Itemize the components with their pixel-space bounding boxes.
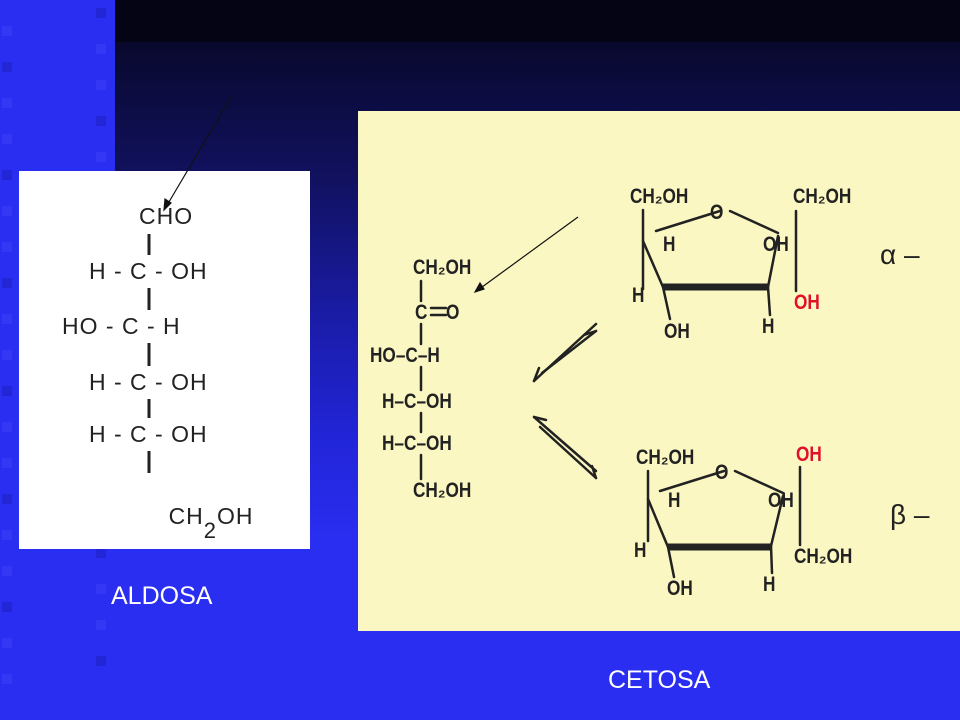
decorative-square (2, 674, 12, 684)
aldose-subscript: 2 (203, 518, 218, 543)
ketose-c4: H–C–OH (382, 390, 452, 413)
ketose-bonds (419, 208, 802, 579)
aldosa-caption: ALDOSA (111, 582, 213, 610)
aldose-row-3: HO - C - H (62, 313, 181, 339)
decorative-square (2, 602, 12, 612)
beta-ch2oh-left: CH₂OH (636, 446, 695, 469)
ketose-c5: H–C–OH (382, 432, 452, 455)
decorative-square (2, 350, 12, 360)
decorative-square (2, 26, 12, 36)
decorative-square (2, 422, 12, 432)
alpha-h-upper: H (663, 233, 676, 256)
decorative-square (2, 134, 12, 144)
ketose-c3: HO–C–H (370, 344, 440, 367)
alpha-ch2oh-left: CH₂OH (630, 185, 689, 208)
decorative-square (2, 566, 12, 576)
decorative-square (96, 152, 106, 162)
beta-oh-bottom: OH (667, 577, 693, 600)
decorative-square (2, 170, 12, 180)
decorative-square (2, 530, 12, 540)
alpha-oh-bottom: OH (664, 320, 690, 343)
ketose-c6: CH₂OH (413, 479, 472, 502)
decorative-square (96, 116, 106, 126)
beta-label: β – (890, 499, 930, 530)
beta-h-left: H (634, 539, 647, 562)
alpha-label: α – (880, 239, 920, 270)
alpha-h-left: H (632, 284, 645, 307)
ketose-structure-panel: CH₂OH C O HO–C–H H–C–OH H–C–OH CH₂OH CH₂… (358, 111, 960, 631)
ketose-c2-oxygen: O (446, 301, 460, 324)
decorative-square (2, 458, 12, 468)
decorative-square (2, 206, 12, 216)
aldose-row-4: H - C - OH (89, 369, 208, 395)
decorative-square (2, 386, 12, 396)
decorative-square (2, 314, 12, 324)
decorative-square (96, 8, 106, 18)
alpha-ch2oh-right: CH₂OH (793, 185, 852, 208)
aldose-row-5: H - C - OH (89, 421, 208, 447)
decorative-square (2, 278, 12, 288)
decorative-square (2, 98, 12, 108)
decorative-square (2, 638, 12, 648)
aldose-oh: OH (217, 503, 254, 529)
alpha-anomeric-oh: OH (794, 291, 820, 314)
alpha-h-bottom: H (762, 315, 775, 338)
decorative-square (96, 656, 106, 666)
decorative-square (96, 548, 106, 558)
decorative-square (96, 44, 106, 54)
aldose-row-2: H - C - OH (89, 258, 208, 284)
ketose-c2: C (415, 301, 428, 324)
decorative-square (96, 80, 106, 90)
decorative-square (96, 584, 106, 594)
beta-anomeric-oh: OH (796, 443, 822, 466)
cetosa-caption: CETOSA (608, 666, 711, 694)
aldose-structure-panel: CHO H - C - OH HO - C - H H - C - OH H -… (19, 171, 310, 549)
aldose-row-6: CH2OH (139, 476, 254, 557)
decorative-square (2, 494, 12, 504)
slide-top-band (115, 0, 960, 42)
decorative-square (96, 620, 106, 630)
decorative-square (2, 242, 12, 252)
decorative-square (2, 62, 12, 72)
beta-ch2oh-right: CH₂OH (794, 545, 853, 568)
beta-h-upper: H (668, 489, 681, 512)
ketose-c1: CH₂OH (413, 256, 472, 279)
aldose-bonds (147, 234, 151, 473)
aldose-ch: CH (168, 503, 204, 529)
beta-h-bottom: H (763, 573, 776, 596)
